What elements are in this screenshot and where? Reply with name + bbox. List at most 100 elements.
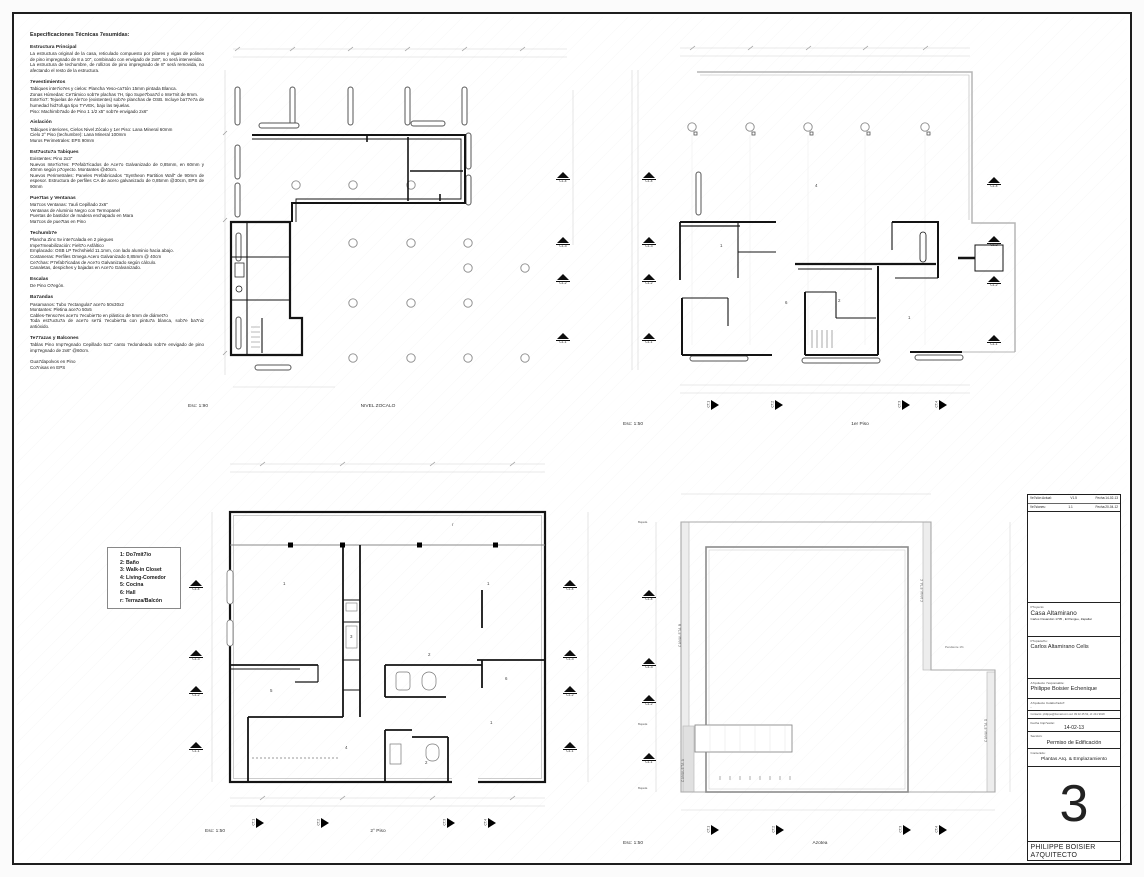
- level-triangle-icon: [643, 274, 655, 280]
- section-marker: CT.2: [771, 825, 784, 835]
- canaleta-label: CANALETA B: [678, 623, 682, 647]
- sheet-border-frame: [12, 12, 1132, 865]
- level-triangle-icon: [988, 276, 1000, 282]
- plan2-scale: Esc: 1:50: [623, 422, 643, 427]
- level-triangle-icon: [564, 686, 576, 692]
- print-date-box: Fecha Imp7esión: 14-02-13: [1028, 719, 1120, 732]
- plan-nivel-zocalo-drawing: [222, 46, 574, 388]
- level-triangle-icon: [643, 658, 655, 664]
- content-value: Plantas Arq. & Emplazamiento: [1040, 756, 1108, 762]
- section-arrow-icon: [321, 818, 329, 828]
- section-marker: CT.1: [706, 400, 719, 410]
- level-marker: CL.3: [639, 658, 659, 670]
- firm-name: PHILIPPE BOISIER A7QUITECTO: [1030, 844, 1096, 859]
- level-marker: CL.1: [553, 333, 573, 345]
- section-box: Sección: Permiso de Edificación: [1028, 732, 1120, 749]
- plan4-scale: Esc: 1:50: [623, 841, 643, 846]
- plan1-title: NIVEL ZOCALO: [360, 404, 396, 409]
- level-triangle-icon: [190, 742, 202, 748]
- bajada-label: Bajada: [638, 520, 648, 524]
- plan4-title: Azotea: [812, 841, 828, 846]
- section-marker: CT.3: [442, 818, 455, 828]
- specs-title: Especificaciones Técnicas 7esumidas:: [30, 32, 130, 38]
- collaborator-box: A7quitecto Colabo7ado7: -: [1028, 699, 1120, 711]
- spec-body: Existentes: Pino 2x3" Nuevos Inte7io7es:…: [30, 156, 204, 190]
- section-arrow-icon: [711, 825, 719, 835]
- title-block: Ve7sión Actual: V1.5 Fecha:14-02-13 Ve7s…: [1027, 494, 1121, 861]
- level-marker: CL.3: [186, 650, 206, 662]
- room-label: 3: [350, 634, 353, 639]
- project-name: Casa Altamirano: [1030, 609, 1077, 617]
- spec-heading: Te77azas y Balcones: [30, 335, 79, 341]
- legend-item: r: Terraza/Balcón: [120, 597, 162, 604]
- firm-name-box: PHILIPPE BOISIER A7QUITECTO: [1028, 842, 1120, 861]
- spec-body: Ma7cos Ventanas: 7auli Cepillado 2x6" Ve…: [30, 202, 134, 225]
- section-marker: CT.4: [934, 825, 947, 835]
- level-marker: CL.4: [639, 172, 659, 184]
- level-triangle-icon: [643, 753, 655, 759]
- level-triangle-icon: [190, 580, 202, 586]
- project-address: Carlos Ossandón 1705 , El Pangue, Zapall…: [1030, 617, 1092, 621]
- room-label: 1: [490, 720, 493, 725]
- room-legend: 1: Do7mit7io 2: Baño 3: Walk-in Closet 4…: [107, 547, 181, 609]
- title-block-spacer: [1028, 512, 1120, 603]
- level-marker: CL.2: [639, 274, 659, 286]
- contact-box: Contacto: philippe@bsmail.com cel: 09 02…: [1028, 711, 1120, 719]
- level-marker: CL.1: [639, 333, 659, 345]
- level-marker: CL.4: [186, 580, 206, 592]
- contact-line: Contacto: philippe@bsmail.com cel: 09 02…: [1030, 713, 1105, 716]
- level-marker: CL.2: [984, 276, 1004, 288]
- level-triangle-icon: [564, 650, 576, 656]
- pendiente-label: Pendiente 1%: [945, 645, 964, 649]
- room-label: 2: [425, 760, 428, 765]
- bajada-label: Bajada: [638, 722, 648, 726]
- level-triangle-icon: [988, 177, 1000, 183]
- legend-item: 6: Hall: [120, 589, 136, 596]
- section-arrow-icon: [939, 825, 947, 835]
- section-marker: CT.4: [934, 400, 947, 410]
- room-label: 2: [838, 298, 841, 303]
- level-marker: CL.3: [553, 237, 573, 249]
- spec-body: Plancha Zinc 5v inte7calada en 2 piegues…: [30, 237, 174, 271]
- level-marker: CL.2: [553, 274, 573, 286]
- level-triangle-icon: [643, 172, 655, 178]
- spec-heading: Est7uctu7a Tabiques: [30, 149, 79, 155]
- level-triangle-icon: [190, 650, 202, 656]
- canaleta-label: CANALETA C: [920, 578, 924, 602]
- level-triangle-icon: [564, 580, 576, 586]
- level-marker: CL.1: [560, 742, 580, 754]
- plan-2do-piso-drawing: [211, 461, 589, 807]
- section-marker: CT.1: [251, 818, 264, 828]
- section-marker: CT.4: [483, 818, 496, 828]
- canaleta-label: CANALETA D: [984, 718, 988, 742]
- level-marker: CL.3: [984, 236, 1004, 248]
- room-label: 5: [270, 688, 273, 693]
- room-label: r: [452, 522, 454, 527]
- sheet-paper-texture: [17, 17, 1127, 860]
- section-arrow-icon: [939, 400, 947, 410]
- room-label: 1: [720, 243, 723, 248]
- project-box: P7oyecto: Casa Altamirano Carlos Ossandó…: [1028, 603, 1120, 637]
- section-arrow-icon: [711, 400, 719, 410]
- version-table: Ve7sión Actual: V1.5 Fecha:14-02-13 Ve7s…: [1028, 495, 1120, 512]
- print-date: 14-02-13: [1063, 724, 1084, 731]
- level-triangle-icon: [988, 335, 1000, 341]
- level-triangle-icon: [564, 742, 576, 748]
- spec-heading: Escalas: [30, 276, 49, 282]
- legend-item: 1: Do7mit7io: [120, 552, 152, 558]
- owner-box: P7opieta7io: Carlos Altamirano Celis: [1028, 637, 1120, 679]
- room-label: 1: [487, 581, 490, 586]
- spec-heading: Estructura Principal: [30, 44, 77, 50]
- room-label: 4: [815, 183, 818, 188]
- level-triangle-icon: [643, 695, 655, 701]
- room-label: 4: [345, 745, 348, 750]
- level-marker: CL.2: [186, 686, 206, 698]
- spec-heading: Techumb7e: [30, 230, 57, 236]
- sheet-number: 3: [1059, 775, 1089, 833]
- room-label: 1: [283, 581, 286, 586]
- room-label: 6: [785, 300, 788, 305]
- plan2-title: 1er Piso: [851, 422, 869, 427]
- plan-1er-piso-drawing: [631, 45, 1016, 394]
- level-marker: CL.1: [639, 753, 659, 765]
